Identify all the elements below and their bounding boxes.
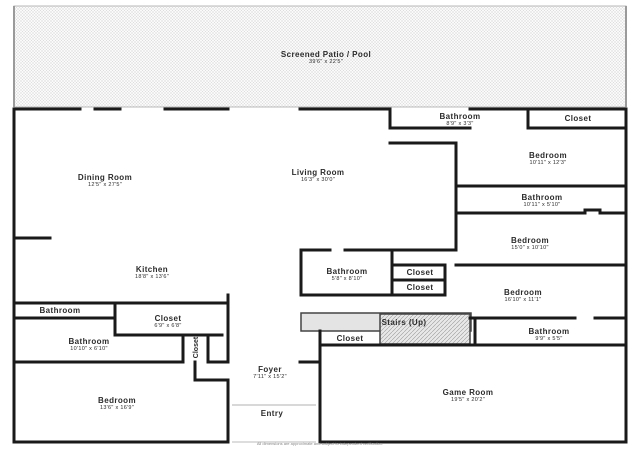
entry-label: Entry: [260, 409, 284, 418]
stairs-label: Stairs (Up): [381, 318, 427, 327]
entry-door: [232, 404, 316, 443]
game-room-label: Game Room 19'5" x 20'2": [442, 388, 494, 404]
closet-center-1-label: Closet: [406, 268, 434, 277]
closet-stairs-label: Closet: [336, 334, 364, 343]
patio-label: Screened Patio / Pool 39'6" x 22'5": [280, 50, 372, 66]
bathroom-top-label: Bathroom 8'9" x 3'3": [439, 112, 481, 128]
bathroom-left-label: Bathroom 10'10" x 6'10": [68, 337, 110, 353]
foyer-label: Foyer 7'11" x 15'2": [253, 365, 287, 381]
closet-top-label: Closet: [564, 114, 592, 123]
patio-area: [13, 5, 627, 108]
closet-left-label: Closet 6'9" x 6'8": [154, 314, 182, 330]
bathroom-left-small-label: Bathroom: [39, 306, 81, 315]
bedroom-4-label: Bedroom 13'6" x 16'9": [98, 396, 136, 412]
bedroom-3-label: Bedroom 16'10" x 11'1": [504, 288, 542, 304]
bathroom-mid-label: Bathroom 10'11" x 5'10": [521, 193, 563, 209]
walls: [12, 107, 628, 444]
kitchen-label: Kitchen 18'8" x 13'6": [134, 265, 170, 281]
bedroom-2-label: Bedroom 15'0" x 10'10": [511, 236, 549, 252]
closet-center-2-label: Closet: [406, 283, 434, 292]
bathroom-right-label: Bathroom 9'9" x 5'5": [528, 327, 570, 343]
dining-room-label: Dining Room 12'5" x 27'5": [77, 173, 133, 189]
disclaimer: All dimensions are approximate and subje…: [256, 441, 384, 446]
closet-vertical-label: Closet: [193, 336, 201, 359]
bedroom-1-label: Bedroom 10'11" x 12'3": [529, 151, 567, 167]
bathroom-center-label: Bathroom 5'8" x 8'10": [326, 267, 368, 283]
living-room-label: Living Room 16'3" x 30'0": [291, 168, 345, 184]
